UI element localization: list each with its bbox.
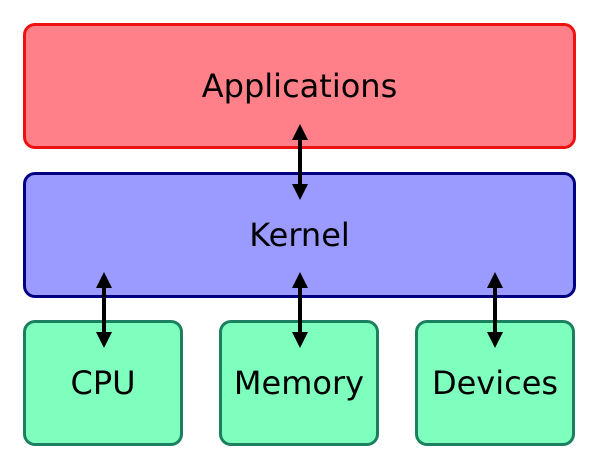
devices-label: Devices xyxy=(431,364,559,402)
cpu-label: CPU xyxy=(70,364,136,402)
devices-box: Devices xyxy=(415,320,575,446)
memory-label: Memory xyxy=(233,364,365,402)
kernel-label: Kernel xyxy=(249,216,350,254)
applications-label: Applications xyxy=(201,67,398,105)
kernel-box: Kernel xyxy=(23,172,576,298)
applications-box: Applications xyxy=(23,23,576,149)
memory-box: Memory xyxy=(219,320,379,446)
cpu-box: CPU xyxy=(23,320,183,446)
